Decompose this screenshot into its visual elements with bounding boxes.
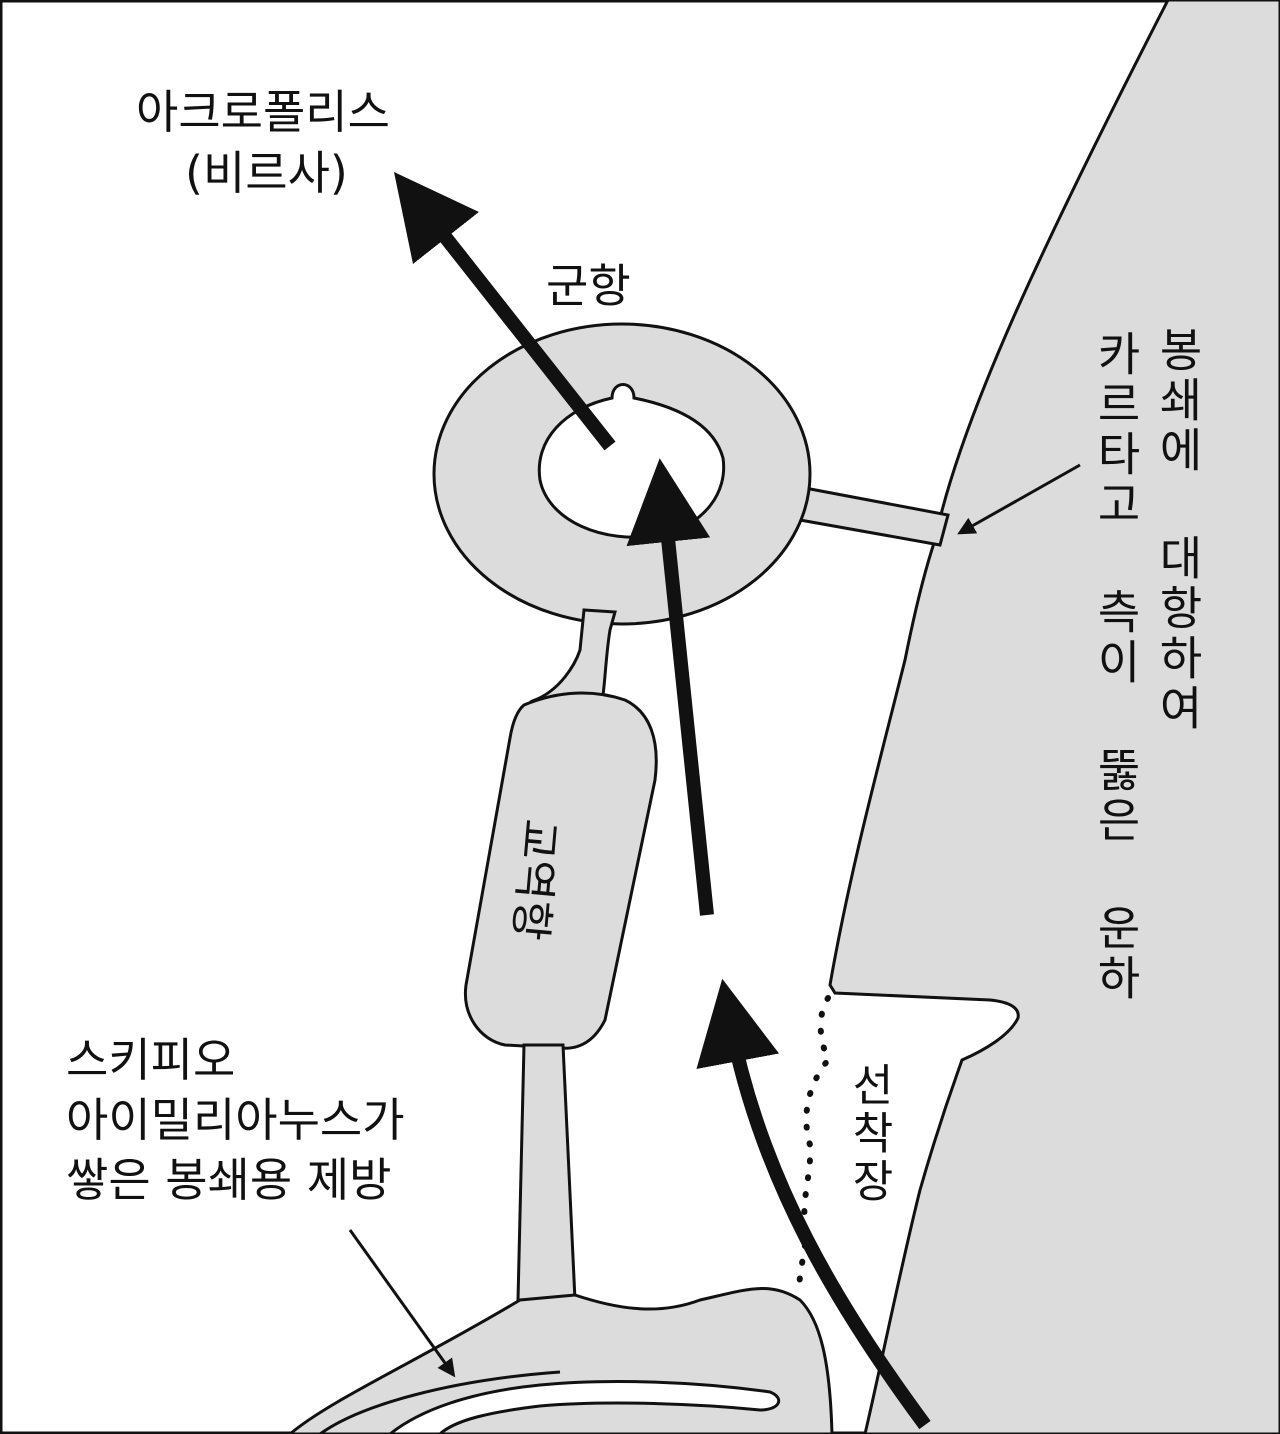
- mole-inner-channel: [387, 1380, 781, 1434]
- canal-leader-line: [957, 463, 1081, 535]
- scipio-label-line2: 아이밀리아누스가: [66, 1093, 405, 1147]
- byrsa-label: (비르사): [185, 146, 348, 200]
- quay-label: 선착장: [843, 1062, 894, 1206]
- scipio-label-line1: 스키피오: [66, 1033, 236, 1087]
- commercial-port: [463, 691, 658, 1050]
- mole-leader-line: [348, 1229, 456, 1378]
- arrow-from-sea: [696, 978, 931, 1430]
- commercial-port-label: 교역항: [503, 816, 565, 943]
- canal-label-col1: 카르타고 측이 뚫은 운하: [1089, 330, 1143, 1004]
- arrow-into-naval-port: [626, 458, 714, 916]
- canal-label-col2: 봉쇄에 대항하여: [1151, 326, 1205, 734]
- scipio-label-line3: 쌓은 봉쇄용 제방: [66, 1153, 392, 1207]
- naval-port-label: 군항: [546, 259, 631, 313]
- mole-outer-edge: [319, 1370, 561, 1434]
- acropolis-label: 아크로폴리스: [136, 85, 390, 139]
- arrow-to-acropolis: [393, 172, 616, 451]
- land-mass: [828, 0, 1280, 1434]
